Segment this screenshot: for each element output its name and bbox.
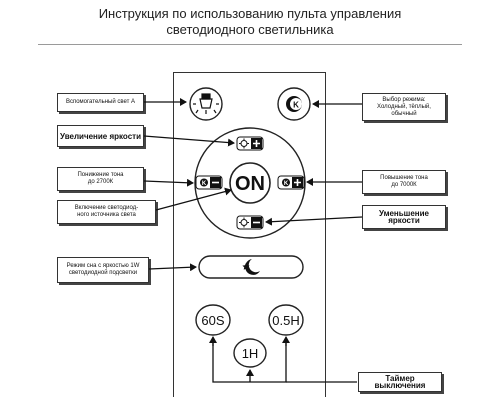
timer-1h-button[interactable]: 1H (233, 338, 267, 368)
arrow-brightness-up (143, 135, 235, 147)
timer-60s-label: 60S (201, 313, 224, 328)
k-plus-icon: K (277, 175, 305, 190)
tone-down-button[interactable]: K (195, 175, 223, 190)
brightness-up-button[interactable] (236, 136, 264, 151)
page-title: Инструкция по использованию пульта управ… (0, 6, 500, 38)
control-ring (194, 127, 306, 239)
timer-60s-button[interactable]: 60S (195, 304, 231, 336)
mode-select-button[interactable]: K (277, 87, 311, 121)
night-light-button[interactable] (189, 87, 223, 121)
connector-arrows (143, 98, 363, 383)
callout-tone-down-text: Понижение тона до 2700К (77, 172, 124, 185)
svg-text:K: K (284, 181, 289, 187)
callout-timer-off-text: Таймер выключения (374, 374, 426, 390)
callout-brightness-up: Увеличение яркости (57, 125, 144, 147)
callout-tone-up: Повышение тона до 7000К (362, 170, 446, 194)
night-mode-button[interactable] (198, 255, 304, 279)
lamp-icon (193, 93, 219, 114)
callout-night-light-text: Вспомогательный свет А (65, 99, 136, 105)
power-on-button[interactable]: ON (229, 162, 271, 204)
callout-brightness-down: Уменьшение яркости (362, 205, 446, 229)
tone-up-button[interactable]: K (277, 175, 305, 190)
callout-mode-select: Выбор режима: Холодный, тёплый, обычный (362, 93, 446, 121)
svg-text:K: K (202, 181, 207, 187)
callout-power-on: Включение светодиод- ного источника свет… (57, 200, 156, 224)
sun-minus-icon (236, 215, 264, 230)
callout-power-on-text: Включение светодиод- ного источника свет… (74, 205, 139, 218)
sun-plus-icon (236, 136, 264, 151)
callout-mode-select-text: Выбор режима: Холодный, тёплый, обычный (377, 96, 431, 117)
timer-05h-label: 0.5H (272, 313, 299, 328)
callout-night-mode-text: Режим сна с яркостью 1W светодиодной под… (66, 263, 140, 276)
arrow-power-on (155, 187, 232, 211)
callout-night-light: Вспомогательный свет А (57, 93, 144, 112)
callout-brightness-up-text: Увеличение яркости (60, 131, 141, 141)
callout-night-mode: Режим сна с яркостью 1W светодиодной под… (57, 257, 149, 283)
callout-tone-down: Понижение тона до 2700К (57, 167, 144, 191)
callout-timer-off: Таймер выключения (358, 372, 442, 392)
timer-1h-label: 1H (242, 346, 259, 361)
k-minus-icon: K (195, 175, 223, 190)
k-mode-icon: K (286, 96, 302, 112)
callout-tone-up-text: Повышение тона до 7000К (380, 175, 428, 188)
arrow-brightness-down (265, 216, 363, 226)
brightness-down-button[interactable] (236, 215, 264, 230)
star-moon-icon (242, 259, 260, 275)
remote-control-body (173, 72, 326, 397)
title-text: Инструкция по использованию пульта управ… (98, 6, 402, 37)
power-on-label: ON (235, 173, 265, 195)
arrow-night-mode (148, 263, 197, 272)
timer-05h-button[interactable]: 0.5H (268, 304, 304, 336)
svg-text:K: K (293, 101, 299, 110)
callout-brightness-down-text: Уменьшение яркости (378, 209, 429, 225)
title-divider (38, 44, 462, 45)
arrow-tone-down (143, 178, 194, 187)
